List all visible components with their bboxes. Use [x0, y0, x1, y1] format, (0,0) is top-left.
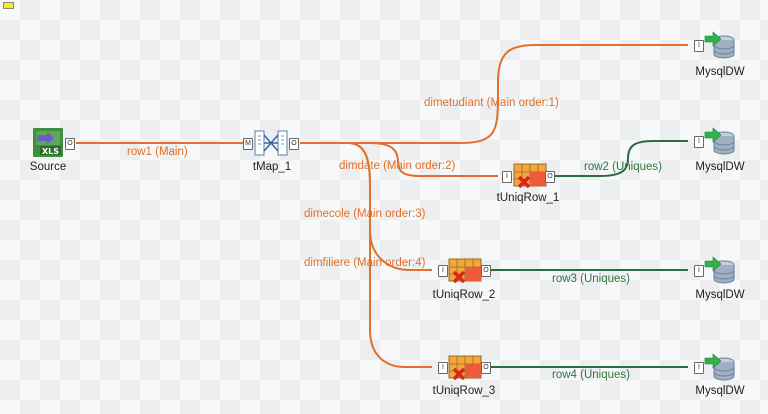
tuniqrow1-input-port[interactable]: I	[502, 171, 512, 183]
tuniqrow3-output-port[interactable]: O	[481, 362, 491, 374]
link-dimfiliere[interactable]	[300, 142, 432, 368]
mysqldw4-label: MysqlDW	[695, 385, 745, 397]
tmap-output-port[interactable]: O	[289, 138, 299, 150]
tuniqrow-icon	[513, 163, 547, 189]
mysqldw1-input-port[interactable]: I	[694, 40, 704, 52]
mysqldw1-component[interactable]	[704, 30, 736, 60]
link-label-row3: row3 (Uniques)	[552, 273, 630, 285]
canvas-corner-marker	[3, 2, 14, 9]
mysql-output-icon	[704, 353, 735, 381]
tmap-component[interactable]	[254, 128, 288, 158]
mysqldw3-component[interactable]	[704, 255, 736, 285]
source-output-port[interactable]: O	[65, 138, 75, 150]
tmap-label: tMap_1	[252, 161, 292, 173]
tuniqrow3-label: tUniqRow_3	[432, 385, 496, 397]
excel-file-icon: XLS	[33, 128, 63, 157]
mysql-output-icon	[704, 127, 735, 155]
mysqldw3-label: MysqlDW	[695, 289, 745, 301]
tuniqrow2-output-port[interactable]: O	[481, 265, 491, 277]
tmap-input-port[interactable]: M	[243, 138, 253, 150]
source-component[interactable]: XLS	[32, 126, 64, 158]
mysqldw2-input-port[interactable]: I	[694, 136, 704, 148]
link-label-dimetudiant: dimetudiant (Main order:1)	[424, 97, 559, 109]
link-dimetudiant[interactable]	[300, 44, 688, 144]
tmap-icon	[254, 130, 288, 156]
link-label-row2: row2 (Uniques)	[584, 161, 662, 173]
link-label-dimdate: dimdate (Main order:2)	[339, 160, 456, 172]
mysqldw1-label: MysqlDW	[695, 66, 745, 78]
link-row2[interactable]	[554, 140, 688, 177]
mysql-output-icon	[704, 31, 735, 59]
tuniqrow1-label: tUniqRow_1	[496, 192, 560, 204]
tuniqrow1-component[interactable]	[513, 162, 547, 190]
link-dimdate[interactable]	[300, 142, 498, 177]
tuniqrow2-component[interactable]	[448, 257, 482, 285]
mysqldw2-label: MysqlDW	[695, 161, 745, 173]
tuniqrow2-input-port[interactable]: I	[438, 265, 448, 277]
tuniqrow2-label: tUniqRow_2	[432, 289, 496, 301]
mysql-output-icon	[704, 256, 735, 284]
mysqldw4-component[interactable]	[704, 352, 736, 382]
source-label: Source	[29, 161, 67, 173]
svg-text:XLS: XLS	[42, 147, 59, 156]
link-label-row1: row1 (Main)	[127, 146, 188, 158]
tuniqrow-icon	[448, 258, 482, 284]
tuniqrow1-output-port[interactable]: O	[545, 171, 555, 183]
link-label-row4: row4 (Uniques)	[552, 369, 630, 381]
mysqldw2-component[interactable]	[704, 126, 736, 156]
mysqldw4-input-port[interactable]: I	[694, 362, 704, 374]
tuniqrow3-component[interactable]	[448, 354, 482, 382]
tuniqrow-icon	[448, 355, 482, 381]
mysqldw3-input-port[interactable]: I	[694, 265, 704, 277]
tuniqrow3-input-port[interactable]: I	[438, 362, 448, 374]
link-label-dimfiliere: dimfiliere (Main order:4)	[304, 257, 426, 269]
link-label-dimecole: dimecole (Main order:3)	[304, 208, 426, 220]
